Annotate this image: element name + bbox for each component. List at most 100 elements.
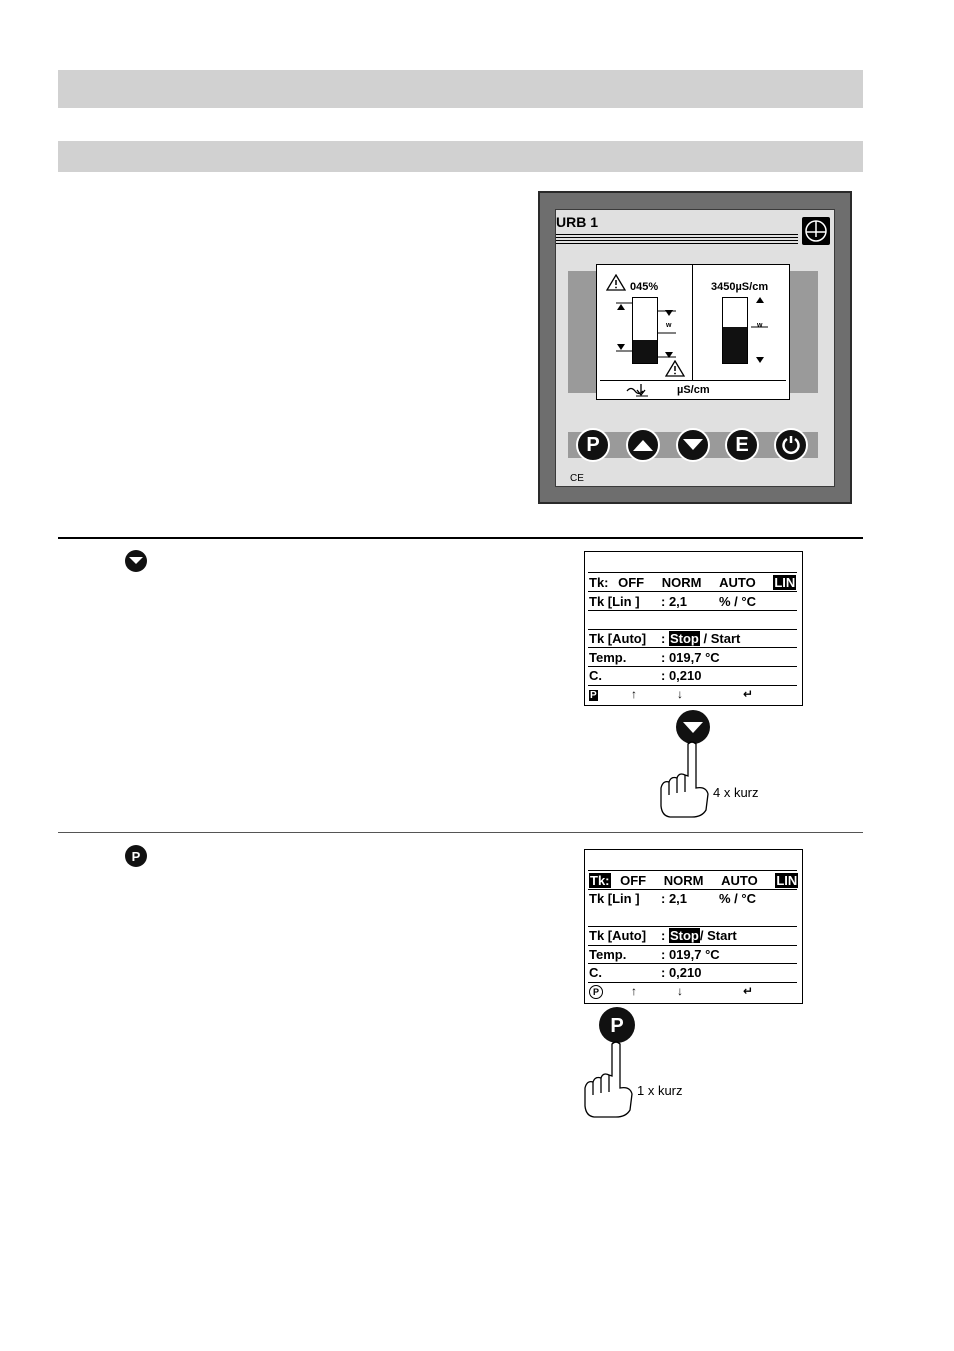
tk-lin-label: Tk [Lin ]	[589, 594, 640, 609]
screen-line	[588, 926, 797, 927]
softkey-up: ↑	[631, 687, 637, 701]
screen-line	[588, 870, 797, 871]
screen-line	[588, 572, 797, 573]
svg-text:P: P	[610, 1015, 623, 1037]
pressed-down-button	[675, 709, 711, 750]
pointing-hand-icon	[658, 740, 714, 823]
level-limit-markers	[614, 300, 679, 367]
tk-auto-start: / Start	[699, 928, 737, 943]
mode-auto: AUTO	[721, 873, 758, 888]
temp-row: Temp. : 019,7 °C	[589, 650, 720, 665]
tk-auto-label: Tk [Auto]	[589, 928, 647, 943]
c-value: : 0,210	[661, 965, 702, 980]
tk-auto-row: Tk [Auto]: Stop/ Start	[589, 928, 737, 943]
tk-auto-stop-selected: Stop	[668, 631, 700, 646]
device-down-button[interactable]	[676, 428, 710, 462]
down-arrow-icon	[683, 439, 703, 450]
device-decor-stripes	[556, 234, 798, 244]
tk-auto-sep: :	[661, 928, 666, 943]
tk-lin-unit: % / °C	[719, 594, 756, 609]
power-icon	[782, 436, 800, 455]
tk-auto-row: Tk [Auto]: Stop / Start	[589, 631, 740, 646]
softkey-enter: ↵	[743, 984, 754, 998]
setpoint-marker-left: w	[666, 322, 672, 329]
device-up-button[interactable]	[626, 428, 660, 462]
tk-auto-stop-selected: Stop	[668, 928, 700, 943]
menu-screen-step2: Tk: OFF NORM AUTO LIN Tk [Lin ] : 2,1 % / …	[584, 849, 803, 1004]
c-label: C.	[589, 965, 602, 980]
mode-off: OFF	[618, 575, 645, 590]
press-count-step2: 1 x kurz	[637, 1083, 683, 1098]
screen-line	[588, 685, 797, 686]
level-percent-readout: 045%	[630, 281, 659, 293]
p-button-icon: P	[125, 845, 147, 867]
tk-lin-unit: % / °C	[719, 891, 756, 906]
level-bar	[632, 297, 658, 364]
c-row: C.: 0,210	[589, 668, 701, 683]
screen-line	[588, 963, 797, 964]
screen-line	[588, 666, 797, 667]
softkey-p: P	[589, 985, 603, 999]
section-divider-1	[58, 537, 863, 539]
pressed-p-button: P	[598, 1006, 636, 1049]
conductivity-bar-fill	[723, 326, 747, 363]
menu-screen-step1: Tk: OFF NORM AUTO LIN Tk [Lin ]: 2,1% / …	[584, 551, 803, 706]
conductivity-bar	[722, 297, 748, 364]
temp-label: Temp.	[589, 947, 627, 962]
softkey-enter: ↵	[743, 687, 754, 701]
down-button-icon	[125, 550, 147, 572]
screen-line	[588, 982, 797, 983]
temp-value: : 019,7 °C	[661, 650, 720, 665]
screen-line	[588, 945, 797, 946]
press-count-step1: 4 x kurz	[713, 785, 759, 800]
tk-lin-row: Tk [Lin ] : 2,1 % / °C	[589, 891, 756, 906]
mode-norm: NORM	[663, 873, 704, 888]
mode-norm: NORM	[661, 575, 702, 590]
device-model-label: URB 1	[556, 214, 599, 230]
header-band-sub	[58, 141, 863, 172]
mode-auto: AUTO	[719, 575, 756, 590]
tk-lin-label: Tk [Lin ]	[589, 891, 640, 906]
device-p-button[interactable]: P	[576, 428, 610, 462]
warning-icon	[605, 273, 627, 296]
tk-auto-start: / Start	[703, 631, 741, 646]
softkey-p: P	[589, 690, 598, 701]
display-side-left	[568, 271, 596, 393]
ce-mark: CE	[570, 473, 584, 484]
device-e-button[interactable]: E	[725, 428, 759, 462]
screen-line	[588, 591, 797, 592]
conductivity-readout: 3450µS/cm	[711, 281, 769, 293]
temp-label: Temp.	[589, 650, 627, 665]
tk-label-selected: Tk:	[589, 873, 611, 888]
device-display	[596, 264, 790, 400]
header-band-top	[58, 70, 863, 108]
display-divider	[692, 265, 693, 381]
temp-value: : 019,7 °C	[661, 947, 720, 962]
tk-mode-row: Tk: OFF NORM AUTO LIN	[589, 873, 799, 888]
screen-line	[588, 610, 797, 611]
screen-line	[588, 889, 797, 890]
level-bar-fill	[633, 340, 657, 363]
screen-line	[588, 629, 797, 630]
tk-auto-sep: :	[661, 631, 666, 646]
device-power-button[interactable]	[774, 428, 808, 462]
temp-row: Temp. : 019,7 °C	[589, 947, 720, 962]
pointing-hand-icon	[582, 1040, 638, 1123]
conductivity-limit-markers	[750, 297, 770, 370]
unit-label: µS/cm	[677, 384, 710, 396]
tk-label: Tk:	[589, 575, 609, 590]
softkey-down: ↓	[677, 687, 683, 701]
tk-lin-row: Tk [Lin ] : 2,1 % / °C	[589, 594, 756, 609]
softkey-up: ↑	[631, 984, 637, 998]
display-side-right	[790, 271, 818, 393]
screen-line	[588, 647, 797, 648]
tk-lin-value: : 2,1	[661, 891, 688, 906]
softkey-row: P ↑ ↓ ↵	[589, 687, 753, 701]
brand-logo-icon	[802, 217, 830, 245]
c-value: : 0,210	[661, 668, 702, 683]
flow-tap-icon	[626, 383, 650, 402]
softkey-row: P ↑ ↓ ↵	[589, 984, 753, 999]
tk-lin-value: : 2,1	[661, 594, 688, 609]
mode-lin-selected: LIN	[775, 873, 799, 888]
alarm-warning-icon	[664, 359, 686, 382]
